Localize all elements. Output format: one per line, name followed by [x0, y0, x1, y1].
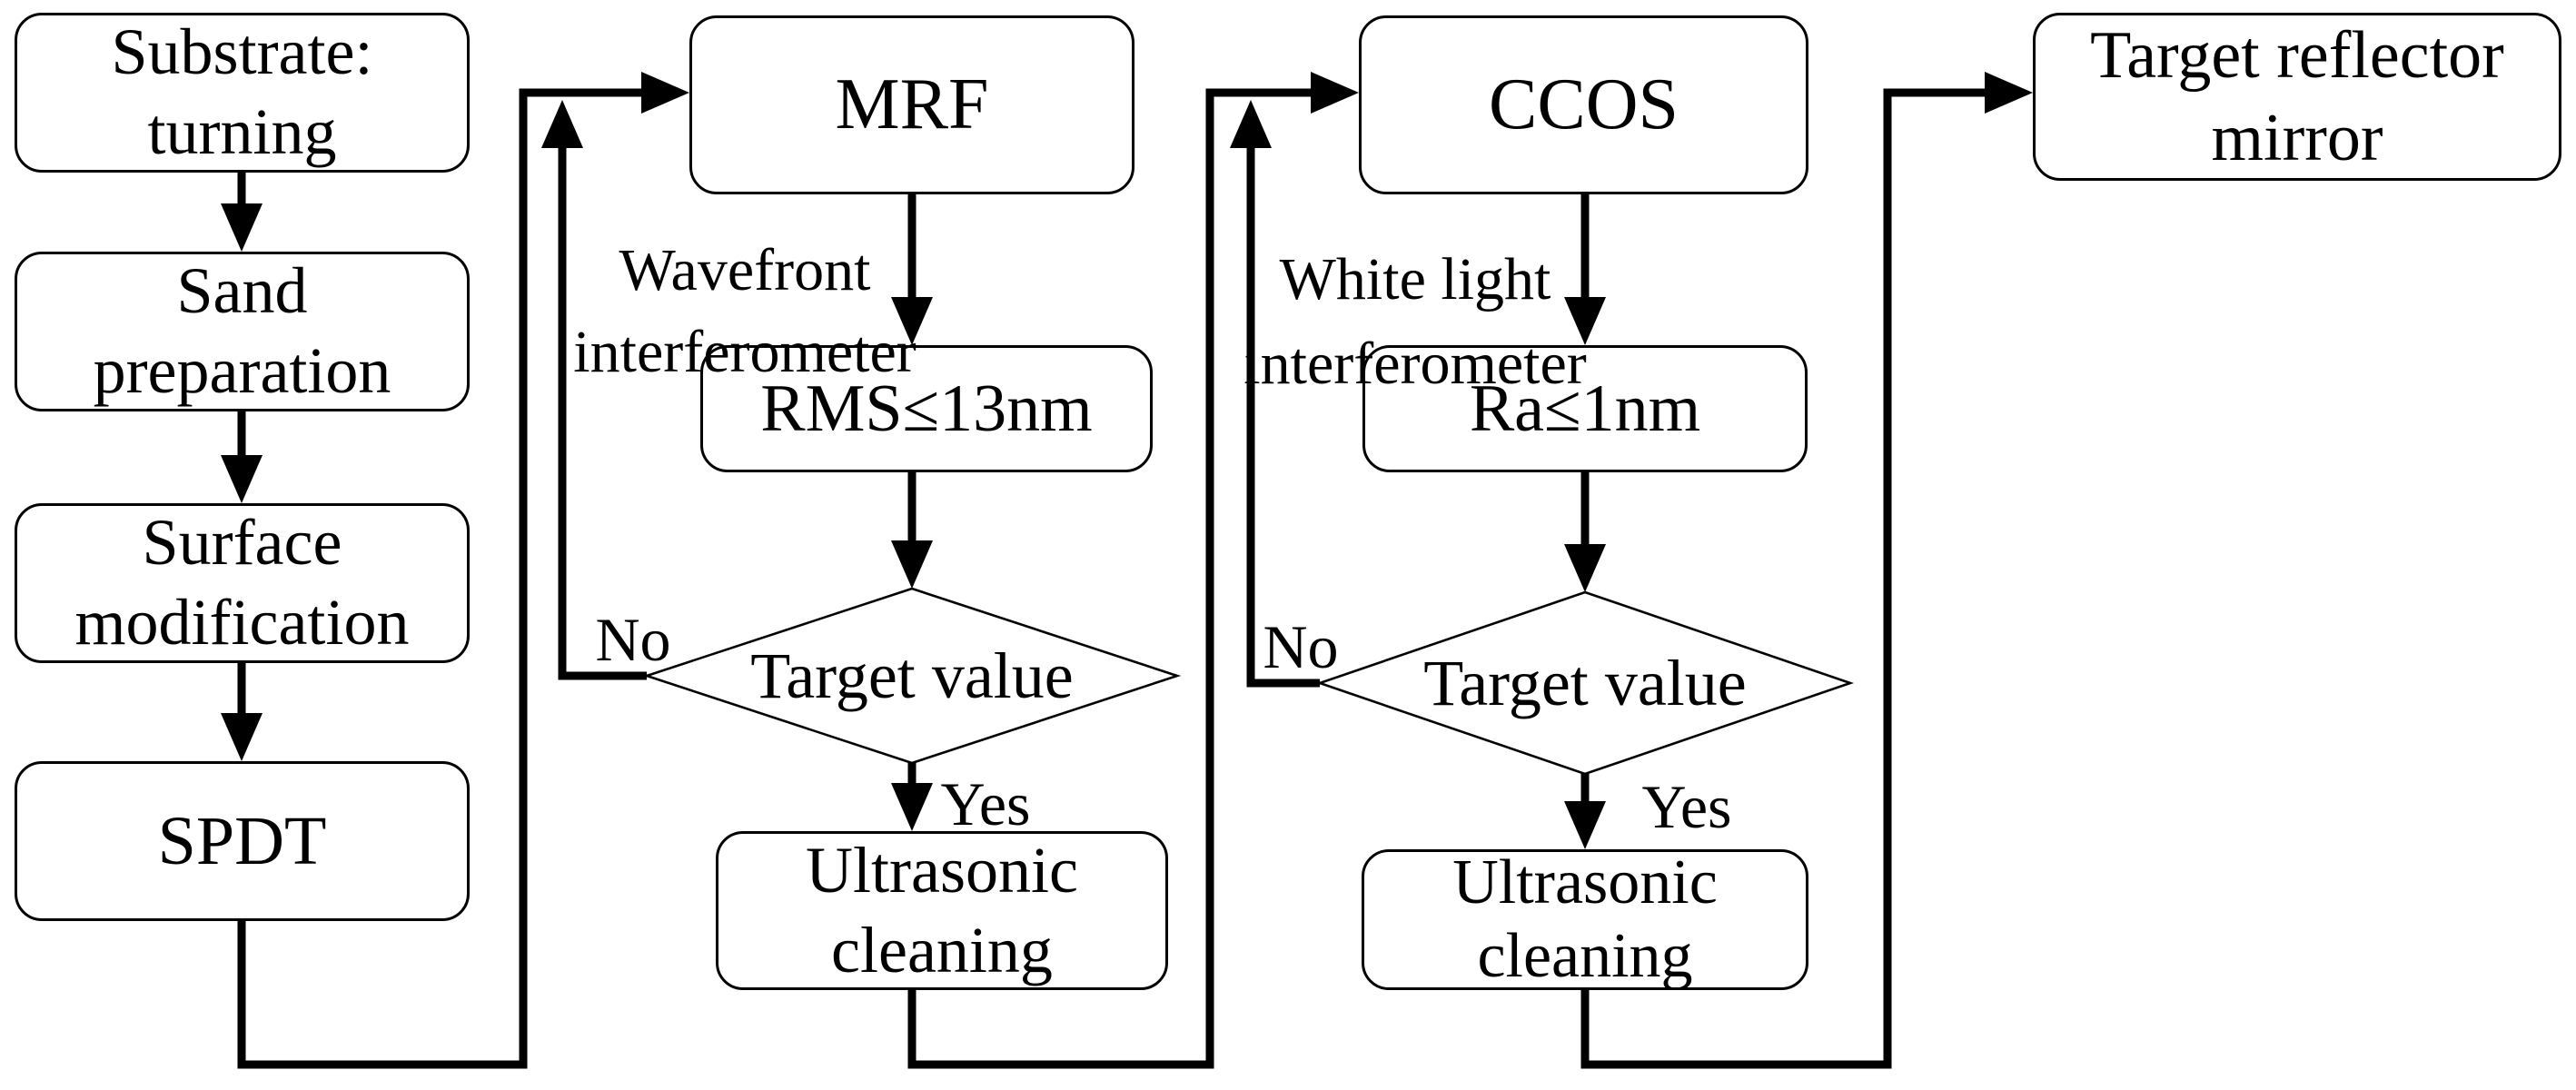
arrow-yes-2 [1564, 774, 1606, 849]
connector-no-loop-1 [541, 100, 647, 680]
connector-ultrasonic1-to-ccos [907, 72, 1359, 1069]
node-spdt: SPDT [15, 761, 470, 921]
arrow-ccos-to-ra [1564, 194, 1606, 345]
node-ultrasonic-cleaning-1: Ultrasonic cleaning [716, 831, 1168, 990]
node-ccos: CCOS [1359, 15, 1808, 194]
node-surface-modification: Surface modification [15, 503, 470, 663]
node-target-value-1: Target value [750, 639, 1074, 712]
annotation-white-light-interferometer: White light interferometer [1243, 246, 1587, 397]
node-target-value-2: Target value [1423, 646, 1747, 719]
arrow-mrf-to-rms [891, 194, 933, 345]
annotation-wavefront-interferometer: Wavefront interferometer [573, 237, 916, 385]
arrow-yes-1 [891, 763, 933, 831]
edge-label-no-1: No [595, 604, 671, 674]
connector-no-loop-2 [1230, 100, 1320, 688]
arrow-rms-to-target-value-1 [891, 472, 933, 589]
node-target-reflector-mirror: Target reflector mirror [2033, 13, 2561, 181]
edge-label-yes-2: Yes [1641, 771, 1732, 841]
node-mrf: MRF [689, 15, 1134, 194]
connector-spdt-to-mrf [237, 72, 689, 1069]
arrow-ra-to-target-value-2 [1564, 472, 1606, 592]
node-sand-preparation: Sand preparation [15, 252, 470, 411]
node-substrate-turning: Substrate: turning [15, 13, 470, 173]
arrow-sand-to-surface [221, 411, 263, 503]
node-ra-spec: Ra≤1nm [1362, 345, 1808, 472]
edge-label-no-2: No [1263, 611, 1339, 681]
edge-label-yes-1: Yes [940, 768, 1031, 838]
node-rms-spec: RMS≤13nm [700, 345, 1153, 472]
connector-ultrasonic2-to-mirror [1580, 72, 2033, 1069]
arrow-substrate-to-sand [221, 173, 263, 252]
arrow-surface-to-spdt [221, 663, 263, 761]
node-ultrasonic-cleaning-2: Ultrasonic cleaning [1362, 847, 1808, 991]
